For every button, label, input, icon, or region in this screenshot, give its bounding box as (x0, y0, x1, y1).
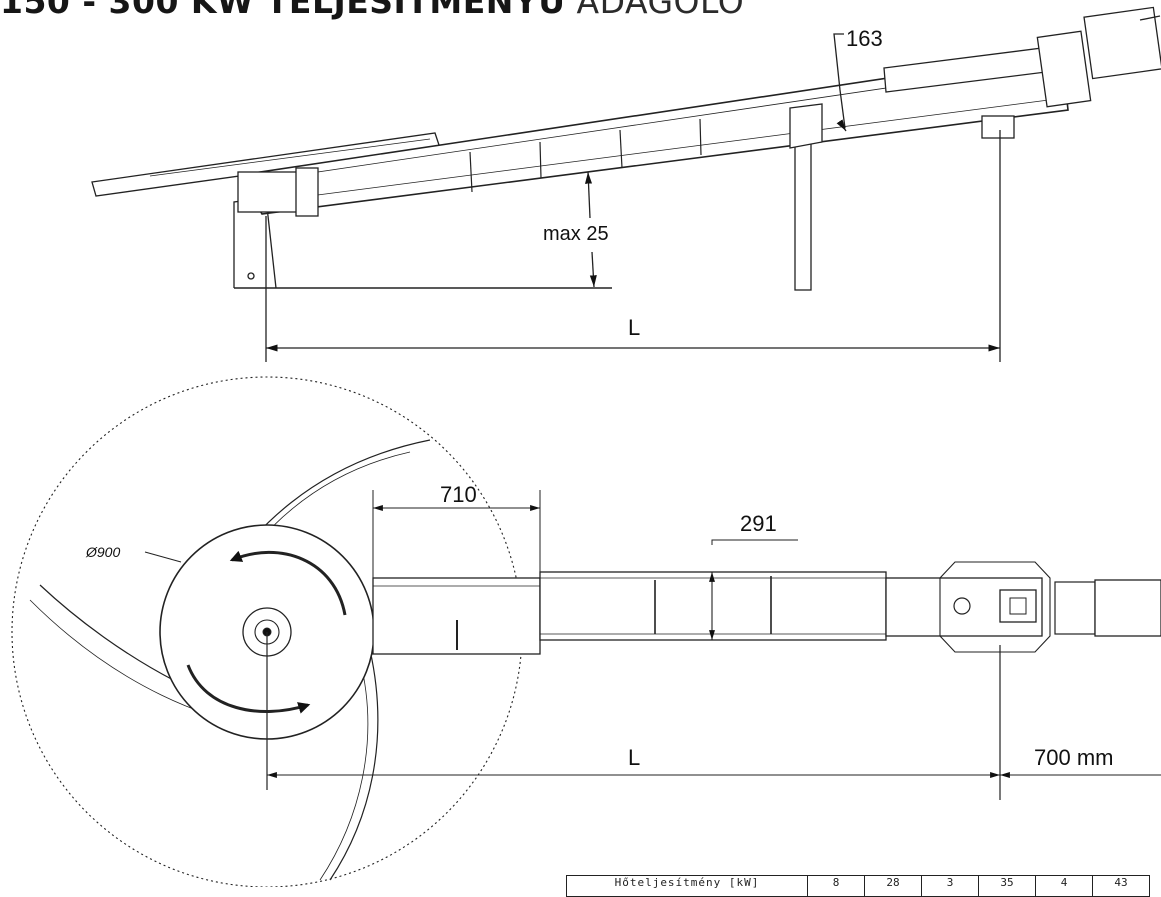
dim-700mm: 700 mm (1034, 745, 1113, 770)
spec-cell: 35 (978, 875, 1036, 897)
spec-cell: 43 (1092, 875, 1150, 897)
spec-cell: 8 (807, 875, 865, 897)
spec-table-row: Hőteljesítmény [kW] 8 28 3 35 4 43 (566, 875, 1150, 897)
dim-L-side: L (628, 315, 640, 340)
dim-L-top: L (628, 745, 640, 770)
dim-163: 163 (846, 26, 883, 51)
dim-diameter-900: Ø900 (85, 544, 120, 560)
dim-291: 291 (740, 511, 777, 536)
dim-710: 710 (440, 482, 477, 507)
title-bold: 150 - 300 KW TELJESÍTMÉNYŰ (0, 0, 566, 21)
spec-table: Hőteljesítmény [kW] 8 28 3 35 4 43 (566, 875, 1150, 897)
spec-table-header: Hőteljesítmény [kW] (566, 875, 808, 897)
conveyor-body (539, 571, 887, 641)
title-light: ADAGOLÓ (576, 0, 745, 21)
motor (1036, 6, 1161, 108)
drawing-title: 150 - 300 KW TELJESÍTMÉNYŰ ADAGOLÓ (0, 0, 744, 21)
spec-cell: 3 (921, 875, 979, 897)
spec-cell: 4 (1035, 875, 1093, 897)
dim-max25: max 25 (543, 223, 609, 245)
drive-housing (885, 577, 1043, 637)
rotation-arrow-top (229, 550, 347, 616)
top-view (11, 376, 1161, 887)
spec-cell: 28 (864, 875, 922, 897)
rotation-arrow-bottom (186, 664, 311, 714)
side-view (91, 6, 1161, 362)
